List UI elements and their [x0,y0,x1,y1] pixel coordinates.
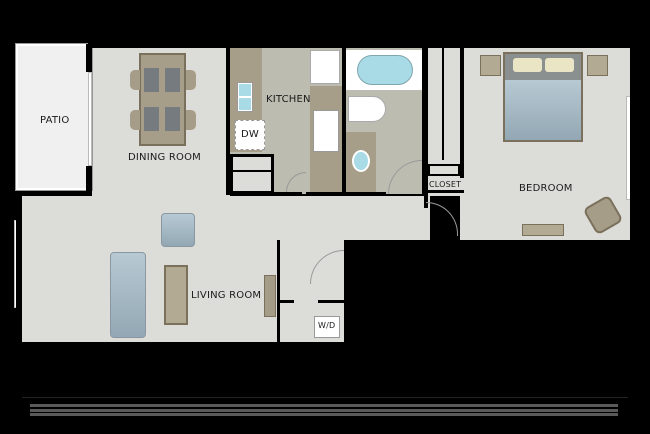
washer-dryer-label: W/D [318,321,336,330]
pillow [545,58,574,72]
nightstand [480,55,501,76]
placemat [165,107,180,131]
kitchen-label: KITCHEN [266,94,311,105]
closet-wall [428,190,464,193]
closet-label: CLOSET [429,180,462,189]
bed-blanket [505,80,581,140]
sink-basin [239,98,251,110]
chair [186,110,196,130]
sink-basin [239,84,251,96]
closet-shelf [428,164,460,176]
wall-left [16,192,22,346]
nightstand [587,55,608,76]
wall-kitchen-bottom [226,192,302,195]
dishwasher-label: DW [241,129,259,140]
kitchen-wall [342,48,346,196]
patio-door [88,72,92,166]
chair [130,70,140,90]
patio-wall [86,166,92,196]
armchair [161,213,195,247]
laundry-wall [344,240,350,346]
chair [130,110,140,130]
refrigerator [310,50,340,84]
pantry-shelf [230,170,274,172]
placemat [144,107,159,131]
patio [15,43,93,191]
bedroom-label: BEDROOM [519,183,573,194]
sofa [110,252,146,338]
pantry [230,154,274,194]
chair [186,70,196,90]
divider [22,397,628,398]
patio-label: PATIO [40,115,70,126]
disclaimer-text [30,404,618,416]
closet-wall [460,48,464,178]
wall-top [88,42,630,48]
coffee-table [164,265,188,325]
laundry-wall [280,300,294,303]
laundry-wall [318,300,344,303]
vanity-sink [352,150,370,172]
placemat [144,68,159,92]
door-swing [426,202,458,236]
bathroom-wall [424,48,428,208]
dining-table [139,53,186,146]
kitchen-wall [226,48,230,194]
wall-bedroom-bottom [344,240,636,246]
toilet [348,96,386,122]
living-room-label: LIVING ROOM [191,290,262,301]
wall-kitchen-bottom [306,192,386,195]
dresser [522,224,564,236]
wall-bottom [20,342,350,348]
wall-right [630,42,636,242]
tv-stand [264,275,276,317]
patio-wall [86,44,92,72]
dining-room-label: DINING ROOM [128,152,202,163]
bathtub-basin [357,55,413,85]
placemat [165,68,180,92]
hall-floor [230,196,430,240]
closet-wall [442,48,444,160]
washer-dryer [314,316,340,338]
pillow [513,58,542,72]
stove [313,110,339,152]
laundry-wall [277,240,280,342]
dishwasher [235,120,265,150]
